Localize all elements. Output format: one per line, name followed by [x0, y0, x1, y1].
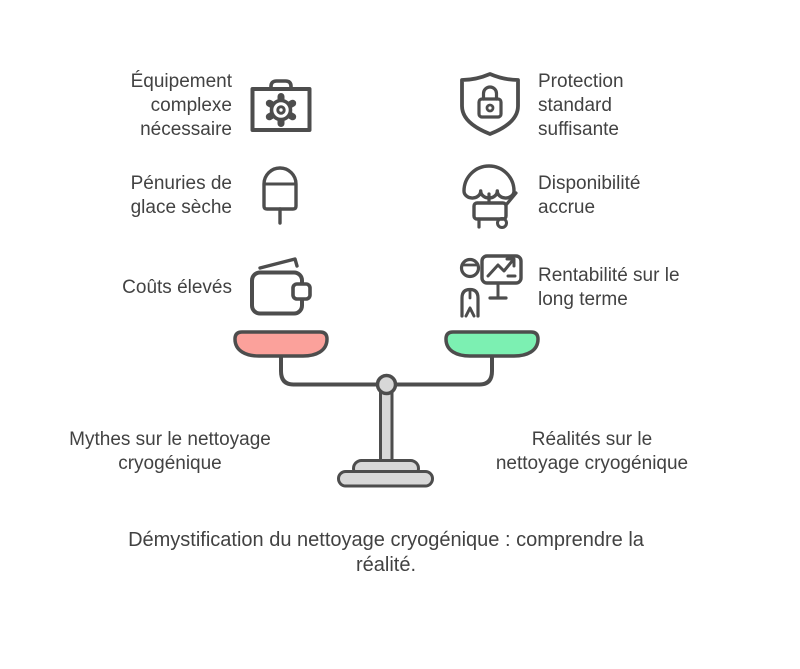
diagram-caption: Démystification du nettoyage cryogénique…	[128, 529, 644, 576]
reality-item-label-protection: Protection standard suffisante	[538, 71, 624, 140]
myth-pan	[233, 330, 329, 358]
reality-item-label-profitability: Rentabilité sur le long terme	[538, 265, 680, 310]
myth-item-label-equipment: Équipement complexe nécessaire	[130, 71, 232, 140]
dry-ice-pack-icon	[262, 166, 298, 225]
reality-pan	[444, 330, 540, 358]
balance-scale	[233, 330, 540, 488]
scale-base-lower	[337, 470, 434, 488]
toolbox-gear-icon	[250, 79, 312, 132]
myth-item-label-costs: Coûts élevés	[122, 277, 232, 298]
scale-post	[379, 387, 394, 468]
presenter-chart-icon	[459, 254, 523, 318]
myths-side-label: Mythes sur le nettoyage cryogénique	[69, 429, 271, 474]
scale-pivot	[375, 373, 398, 396]
shield-lock-icon	[460, 72, 520, 136]
wallet-icon	[250, 257, 312, 316]
realities-side-label: Réalités sur le nettoyage cryogénique	[495, 429, 689, 474]
myth-item-label-dry-ice: Pénuries de glace sèche	[130, 173, 232, 218]
gear-glyph	[265, 93, 297, 127]
reality-item-label-availability: Disponibilité accrue	[538, 173, 641, 218]
umbrella-cart-icon	[462, 164, 518, 229]
